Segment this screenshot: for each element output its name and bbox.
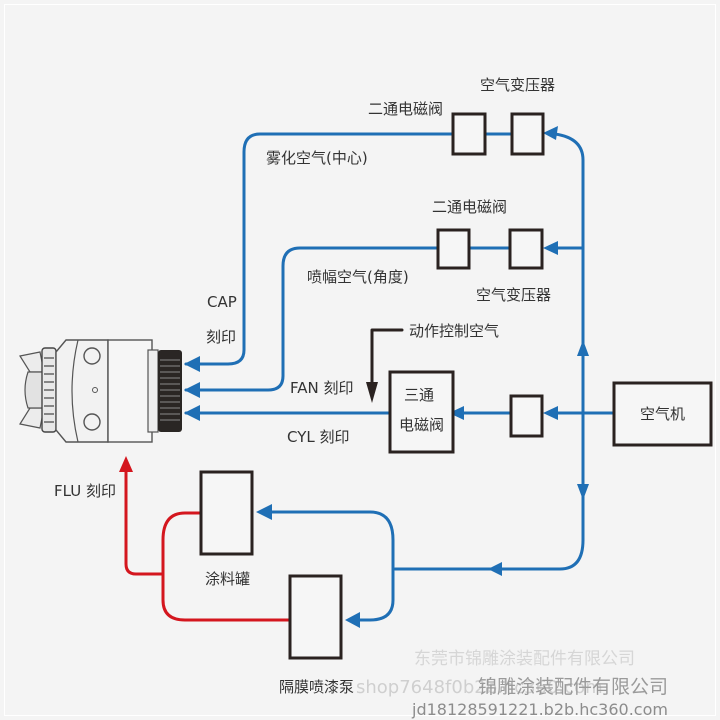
compressor-box — [612, 381, 713, 447]
arrow-into-pump — [345, 612, 360, 628]
flu-port-label: FLU 刻印 — [54, 482, 116, 500]
arrow-into-threeway — [449, 406, 464, 420]
watermark-company-short: 锦雕涂装配件有限公司 — [478, 676, 668, 698]
flu-arrow — [119, 456, 133, 472]
cap-arrow — [184, 356, 200, 372]
flu-line — [124, 468, 165, 576]
control-air-line — [370, 328, 404, 397]
cyl-arrow — [184, 405, 200, 421]
atomizing-air-line — [184, 132, 514, 366]
lower-air-line — [393, 538, 585, 571]
fan-solenoid-valve-box — [436, 228, 471, 270]
fan-regulator-label: 空气变压器 — [476, 286, 551, 304]
image-frame — [4, 4, 716, 716]
trunk-arrow-up — [577, 340, 589, 356]
atomizing-solenoid-label: 二通电磁阀 — [368, 100, 443, 118]
fan-solenoid-label: 二通电磁阀 — [432, 198, 507, 216]
atomizing-regulator-label: 空气变压器 — [480, 76, 555, 94]
small-valve-box — [509, 394, 544, 438]
three-way-valve-label-1: 三通 — [404, 386, 434, 404]
trunk-arrow-down — [577, 484, 589, 500]
lower-air-arrow — [488, 562, 502, 576]
control-air-arrow — [366, 382, 378, 403]
watermark-shop-url: shop7648f0b2b.hc360.com — [356, 677, 603, 698]
spray-gun-icon — [19, 339, 182, 443]
atomizing-solenoid-valve-box — [451, 112, 487, 156]
atomizing-air-label: 雾化空气(中心) — [266, 149, 368, 167]
fan-air-label: 喷幅空气(角度) — [307, 268, 409, 286]
diaphragm-pump-box — [288, 574, 343, 660]
watermark-jd-url: jd18128591221.b2b.hc360.com — [411, 700, 668, 719]
arrow-into-small-valve — [543, 406, 558, 420]
paint-tank-label: 涂料罐 — [205, 570, 250, 588]
diaphragm-pump-label: 隔膜喷漆泵 — [279, 678, 354, 696]
compressor-label: 空气机 — [640, 405, 685, 423]
fan-air-line — [184, 246, 514, 392]
fan-port-label: FAN 刻印 — [290, 379, 354, 397]
tank-air-line — [264, 510, 395, 622]
atomizing-regulator-box — [510, 112, 545, 156]
three-way-valve-box — [388, 370, 455, 454]
fan-arrow — [184, 382, 200, 398]
three-way-valve-label-2: 电磁阀 — [399, 416, 444, 434]
cap-port-label: CAP — [207, 293, 237, 311]
watermark-company-full: 东莞市锦雕涂装配件有限公司 — [414, 649, 635, 669]
arrow-into-paint-tank — [256, 504, 272, 520]
fluid-line — [161, 511, 292, 622]
arrow-into-fan-regulator — [543, 241, 558, 255]
arrow-into-atomizing-regulator — [543, 126, 558, 140]
cyl-port-label: CYL 刻印 — [287, 428, 350, 446]
air-trunk-line — [553, 132, 585, 542]
fan-regulator-box — [508, 228, 544, 270]
cap-mark-label: 刻印 — [206, 328, 236, 346]
paint-tank-box — [199, 470, 254, 556]
control-air-label: 动作控制空气 — [409, 322, 499, 340]
